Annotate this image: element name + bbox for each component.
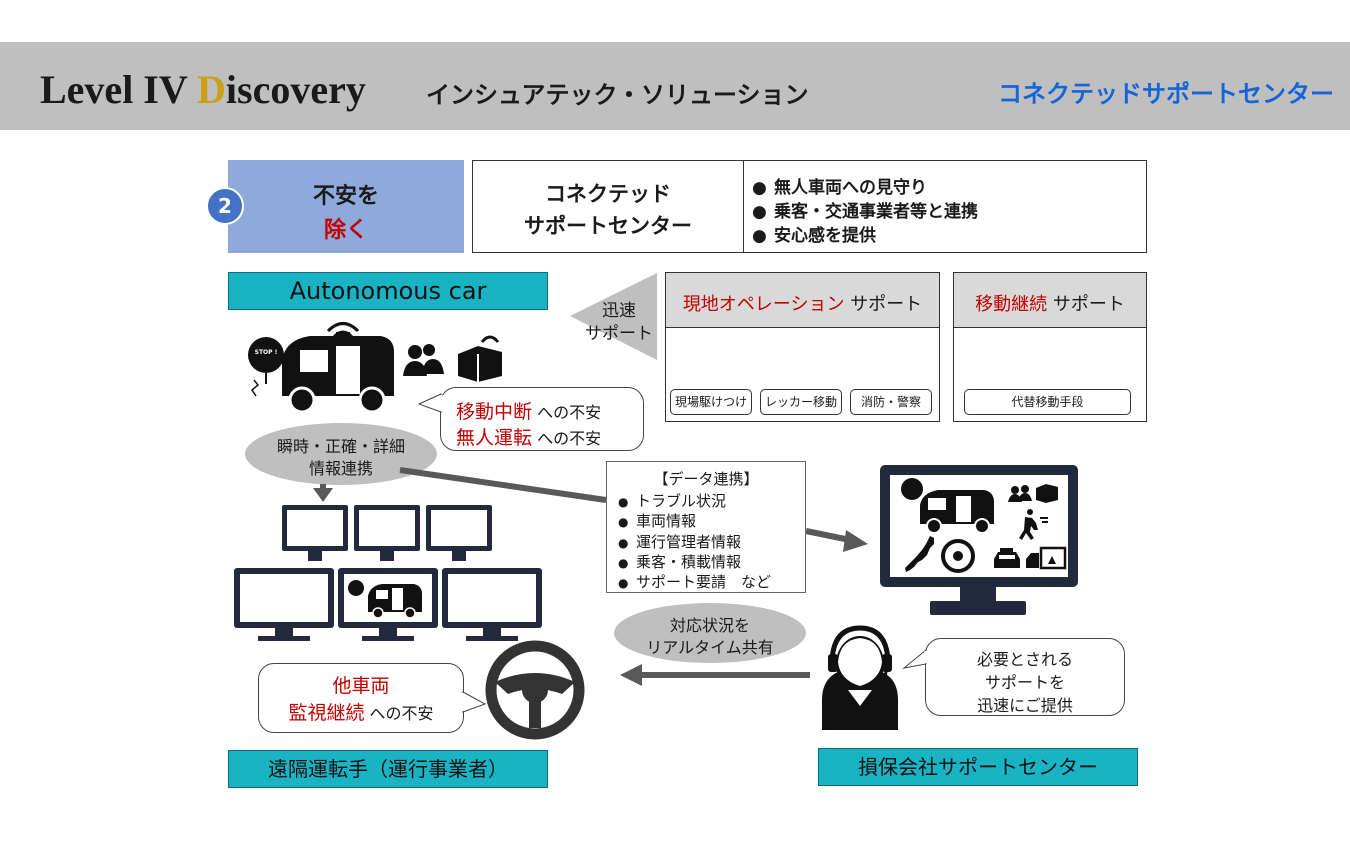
taxi-sign-text: TAXI bbox=[1002, 343, 1016, 349]
header-bar bbox=[0, 42, 1350, 130]
brand-subtitle: インシュアテック・ソリューション bbox=[426, 81, 809, 109]
data-link-item: ●サポート要請 など bbox=[618, 573, 772, 591]
mobility-support-header bbox=[953, 272, 1147, 328]
autonomous-car-label: Autonomous car bbox=[228, 272, 548, 310]
feature-bullets-box bbox=[743, 160, 1147, 253]
stop-sign-text: STOP ! bbox=[254, 349, 278, 356]
car-anxiety-line2: 無人運転 への不安 bbox=[456, 427, 602, 449]
info-link-ellipse bbox=[245, 423, 437, 485]
monitor-wall-icon bbox=[234, 505, 542, 641]
feature-bullet: ●無人車両への見守り bbox=[752, 178, 927, 198]
steering-wheel-icon bbox=[485, 640, 585, 740]
realtime-line1: 対応状況を bbox=[669, 616, 750, 635]
onsite-support-header bbox=[665, 272, 940, 328]
operator-headset-icon bbox=[822, 625, 898, 730]
center-support-line3: 迅速にご提供 bbox=[977, 696, 1073, 715]
brand-logo: Level IV Discovery bbox=[40, 67, 366, 112]
data-link-item: ●運行管理者情報 bbox=[618, 533, 742, 551]
onsite-tag: レッカー移動 bbox=[760, 389, 842, 415]
center-support-bubble bbox=[925, 638, 1125, 716]
data-link-arrow bbox=[399, 467, 868, 552]
quick-support-arrow bbox=[570, 273, 657, 360]
onsite-support-title: 現地オペレーション サポート bbox=[682, 294, 923, 315]
mobility-tag: 代替移動手段 bbox=[964, 389, 1131, 415]
step-title-line1: 不安を bbox=[312, 184, 379, 209]
info-link-line2: 情報連携 bbox=[308, 459, 373, 478]
step-box bbox=[228, 160, 464, 253]
info-link-line1: 瞬時・正確・詳細 bbox=[276, 437, 405, 456]
center-support-line1: 必要とされる bbox=[976, 650, 1073, 669]
data-link-item: ●車両情報 bbox=[618, 512, 697, 530]
down-arrow-icon bbox=[313, 484, 333, 502]
onsite-tag: 消防・警察 bbox=[850, 389, 932, 415]
feature-bullet: ●安心感を提供 bbox=[752, 226, 876, 246]
bubble-tail bbox=[418, 393, 443, 413]
other-vehicle-line1: 他車両 bbox=[332, 675, 390, 697]
data-link-item: ●乗客・積載情報 bbox=[618, 553, 742, 571]
stop-sign-icon bbox=[248, 337, 284, 397]
center-support-line2: サポートを bbox=[984, 673, 1065, 692]
insurance-center-label: 損保会社サポートセンター bbox=[818, 748, 1138, 786]
service-name-box bbox=[472, 160, 744, 253]
realtime-line2: リアルタイム共有 bbox=[646, 638, 774, 657]
mobility-support-title: 移動継続 サポート bbox=[975, 294, 1125, 315]
onsite-tag: 現場駆けつけ bbox=[670, 389, 752, 415]
wifi-icon bbox=[326, 322, 360, 339]
left-arrow-icon bbox=[620, 664, 810, 686]
data-link-title: 【データ連携】 bbox=[653, 470, 759, 488]
page-title: コネクテッドサポートセンター bbox=[998, 80, 1334, 108]
quick-support-line2: サポート bbox=[585, 324, 653, 344]
data-link-box bbox=[606, 461, 806, 593]
step-number-badge: 2 bbox=[206, 187, 244, 225]
bubble-tail bbox=[902, 648, 928, 669]
service-name-line1: コネクテッド bbox=[545, 182, 671, 206]
people-icon bbox=[403, 344, 444, 376]
car-anxiety-line1: 移動中断 への不安 bbox=[456, 401, 602, 423]
autonomous-car-icon bbox=[282, 332, 394, 414]
quick-support-line1: 迅速 bbox=[602, 301, 636, 321]
other-vehicle-bubble bbox=[258, 663, 464, 733]
luggage-icon bbox=[458, 335, 502, 382]
realtime-ellipse bbox=[614, 603, 806, 663]
car-anxiety-bubble bbox=[440, 387, 644, 451]
remote-driver-label: 遠隔運転手（運行事業者） bbox=[228, 750, 548, 788]
support-monitor-icon bbox=[880, 465, 1078, 615]
step-title-line2: 除く bbox=[323, 218, 368, 243]
other-vehicle-line2: 監視継続 への不安 bbox=[288, 702, 434, 724]
service-name-line2: サポートセンター bbox=[524, 214, 692, 238]
feature-bullet: ●乗客・交通事業者等と連携 bbox=[752, 202, 978, 222]
bubble-tail bbox=[461, 691, 486, 713]
data-link-item: ●トラブル状況 bbox=[618, 492, 727, 510]
